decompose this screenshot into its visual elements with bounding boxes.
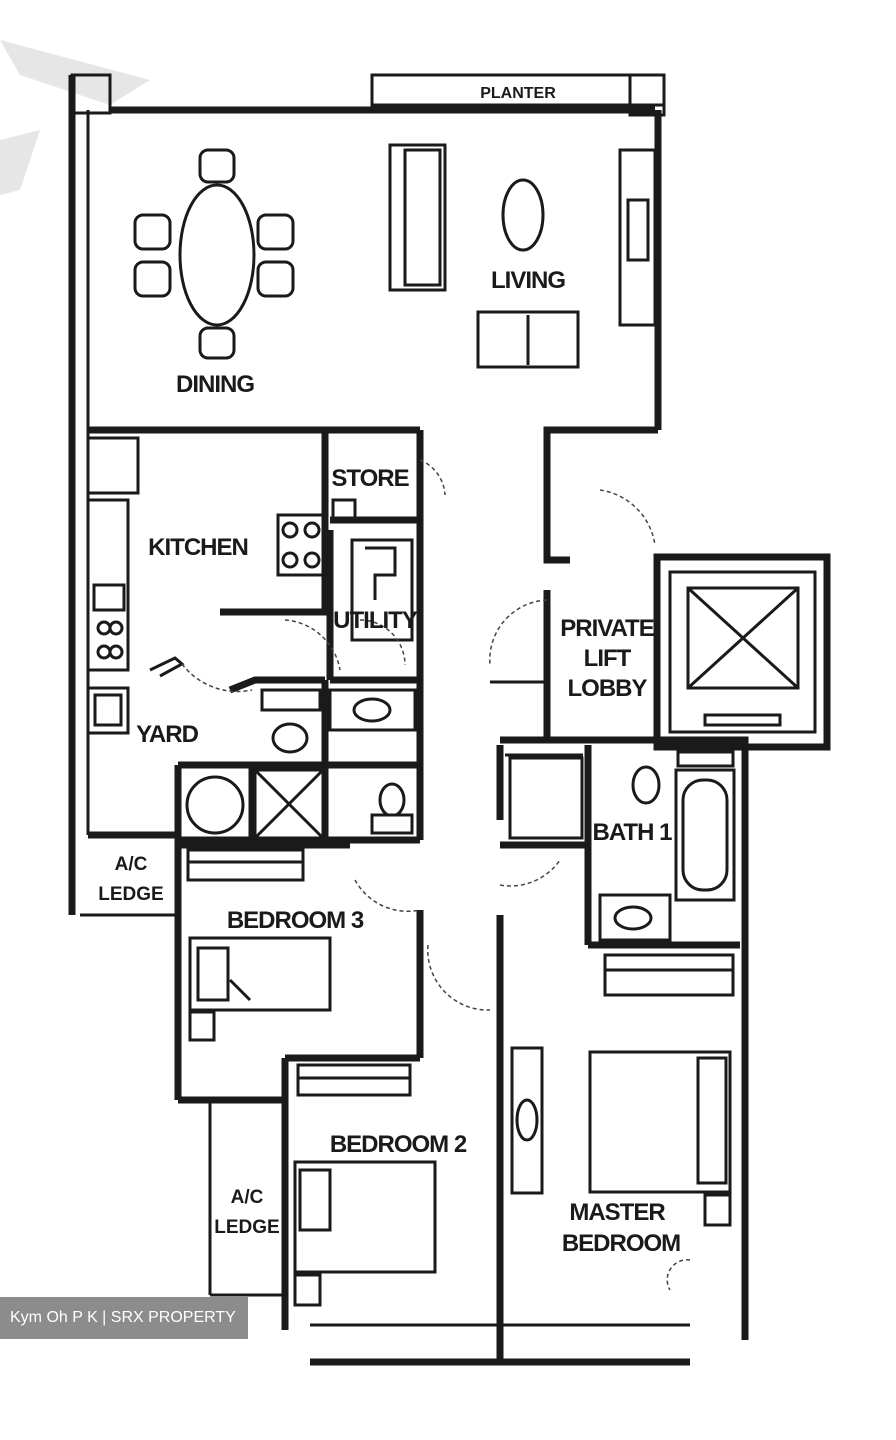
lobby-doors (354, 489, 656, 1011)
label-ac-2: A/C (231, 1187, 264, 1208)
label-master: MASTER (569, 1199, 665, 1226)
watermark-banner: Kym Oh P K | SRX PROPERTY (0, 1297, 248, 1339)
master-furniture (510, 953, 735, 1291)
bedroom-walls (178, 745, 740, 1297)
label-planter: PLANTER (480, 85, 556, 102)
outer-walls (68, 73, 749, 1366)
label-living: LIVING (491, 267, 565, 294)
label-store: STORE (331, 465, 409, 492)
label-bath1: BATH 1 (593, 819, 673, 846)
dining-table-set (133, 148, 295, 360)
label-bedroom: BEDROOM (562, 1230, 680, 1257)
label-ledge-1: LEDGE (98, 884, 163, 905)
utility-fixtures (331, 459, 446, 666)
yard-wc-fixtures (185, 688, 417, 840)
living-furniture (388, 143, 657, 369)
lift-shaft (653, 553, 831, 751)
label-kitchen: KITCHEN (148, 534, 248, 561)
label-lobby: LOBBY (568, 675, 648, 702)
label-ac-1: A/C (115, 854, 148, 875)
label-ledge-2: LEDGE (214, 1217, 279, 1238)
bath1-fixtures (598, 750, 736, 942)
label-bedroom2: BEDROOM 2 (330, 1131, 467, 1158)
label-lift: LIFT (584, 645, 632, 672)
label-yard: YARD (136, 721, 198, 748)
service-walls (80, 426, 424, 1100)
label-dining: DINING (176, 371, 254, 398)
room-labels: PLANTER DINING LIVING KITCHEN STORE UTIL… (98, 85, 681, 1257)
kitchen-fixtures (86, 436, 341, 735)
label-bedroom3: BEDROOM 3 (227, 907, 364, 934)
bedroom2-furniture (293, 1063, 437, 1307)
bedroom3-furniture (186, 848, 332, 1042)
background-watermark-stroke (0, 40, 150, 195)
label-private: PRIVATE (560, 615, 654, 642)
label-utility: UTILITY (333, 607, 418, 634)
